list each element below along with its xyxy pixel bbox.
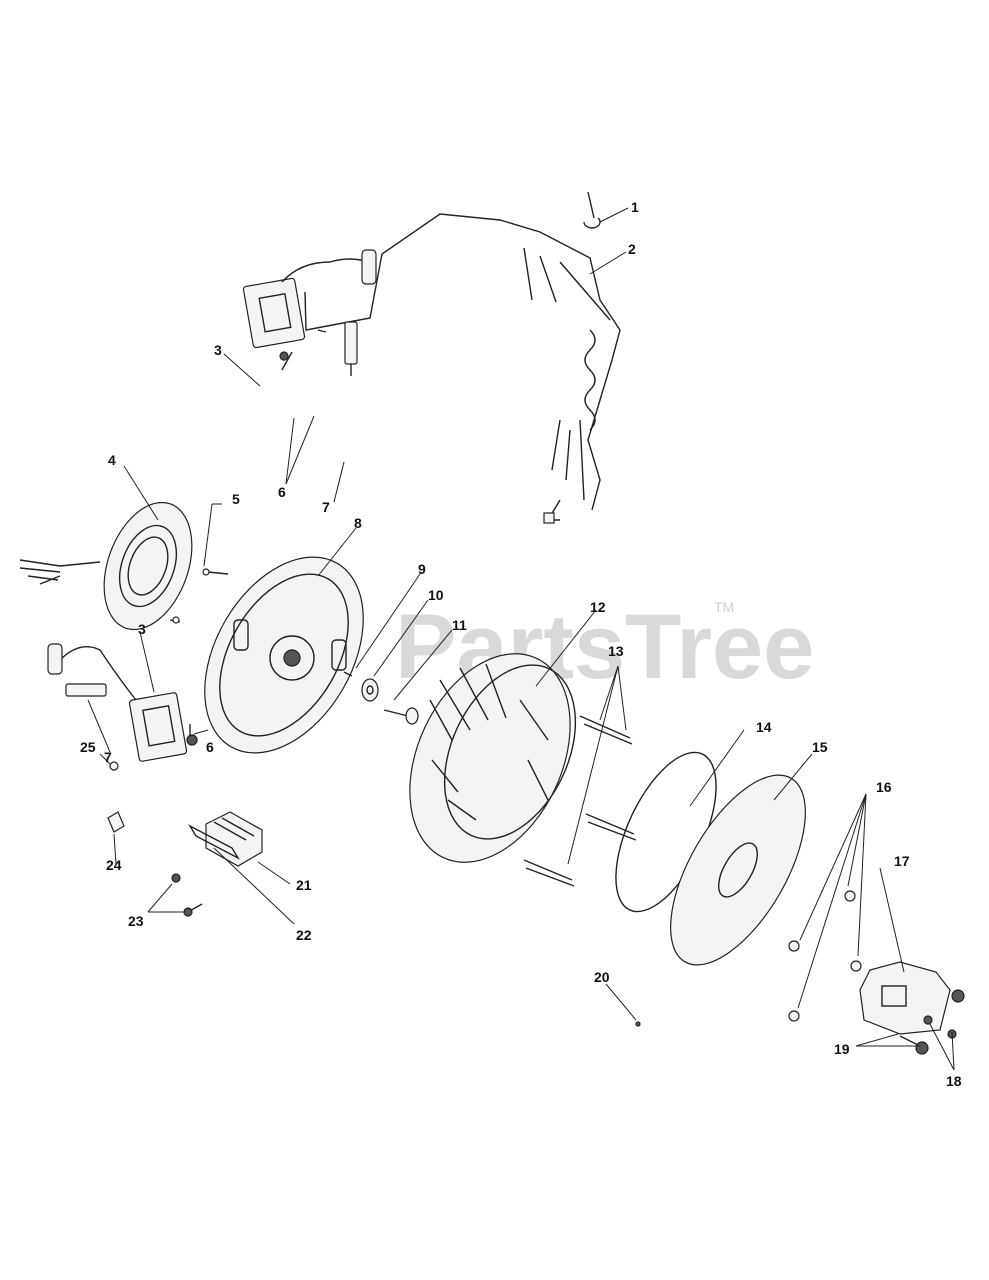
part-19-bolts[interactable] — [899, 989, 965, 1055]
callout-24: 24 — [106, 857, 122, 873]
part-12-cooling-fan[interactable] — [378, 628, 601, 888]
callout-7-lower: 7 — [104, 749, 112, 765]
part-6-bolt-upper[interactable] — [279, 329, 327, 371]
callout-15: 15 — [812, 739, 828, 755]
callout-6-upper: 6 — [278, 484, 286, 500]
callout-8: 8 — [354, 515, 362, 531]
part-17-bracket[interactable] — [859, 961, 951, 1035]
part-11-flywheel-nut[interactable] — [383, 707, 419, 725]
callout-20: 20 — [594, 969, 610, 985]
part-9-flywheel-key[interactable] — [343, 671, 353, 677]
part-22-strap[interactable] — [188, 824, 240, 860]
part-6-bolt-lower[interactable] — [186, 724, 198, 746]
callout-3-upper: 3 — [214, 342, 222, 358]
callout-1: 1 — [631, 199, 639, 215]
callout-14: 14 — [756, 719, 772, 735]
part-15-fan-screen[interactable] — [643, 754, 832, 986]
callout-21: 21 — [296, 877, 312, 893]
part-23-screws[interactable] — [171, 873, 203, 917]
callout-6-lower: 6 — [206, 739, 214, 755]
callout-11: 11 — [452, 617, 467, 633]
part-3-ignition-module-upper[interactable] — [242, 249, 377, 349]
callout-25: 25 — [80, 739, 96, 755]
callout-5: 5 — [232, 491, 240, 507]
part-25-nut[interactable] — [109, 761, 119, 771]
watermark-trademark: TM — [714, 599, 734, 615]
part-24-clamp[interactable] — [107, 811, 125, 833]
part-3-ignition-module-lower[interactable] — [47, 643, 188, 762]
callout-17: 17 — [894, 853, 910, 869]
callout-4: 4 — [108, 452, 116, 468]
part-8-flywheel[interactable] — [172, 529, 396, 781]
callout-10: 10 — [428, 587, 444, 603]
callout-3-lower: 3 — [138, 621, 146, 637]
callout-13: 13 — [608, 643, 624, 659]
part-1-wire-clip[interactable] — [583, 191, 601, 229]
part-7-spark-plug-lower[interactable] — [65, 683, 107, 697]
part-5-stator-screws[interactable] — [169, 568, 229, 624]
callout-23: 23 — [128, 913, 144, 929]
part-7-spark-plug-upper[interactable] — [344, 321, 358, 376]
leader-lines — [87, 207, 955, 1071]
callout-7-upper: 7 — [322, 499, 330, 515]
callout-2: 2 — [628, 241, 636, 257]
part-2-wiring-harness[interactable] — [304, 213, 621, 524]
callout-16: 16 — [876, 779, 892, 795]
callout-18: 18 — [946, 1073, 962, 1089]
part-20-small-pin[interactable] — [635, 1021, 641, 1027]
callout-22: 22 — [296, 927, 312, 943]
callout-12: 12 — [590, 599, 606, 615]
part-16-washers[interactable] — [788, 890, 862, 1022]
part-4-stator[interactable] — [19, 490, 208, 641]
part-10-washer[interactable] — [361, 678, 379, 702]
part-21-rectifier[interactable] — [205, 811, 263, 867]
callout-9: 9 — [418, 561, 426, 577]
callout-19: 19 — [834, 1041, 850, 1057]
